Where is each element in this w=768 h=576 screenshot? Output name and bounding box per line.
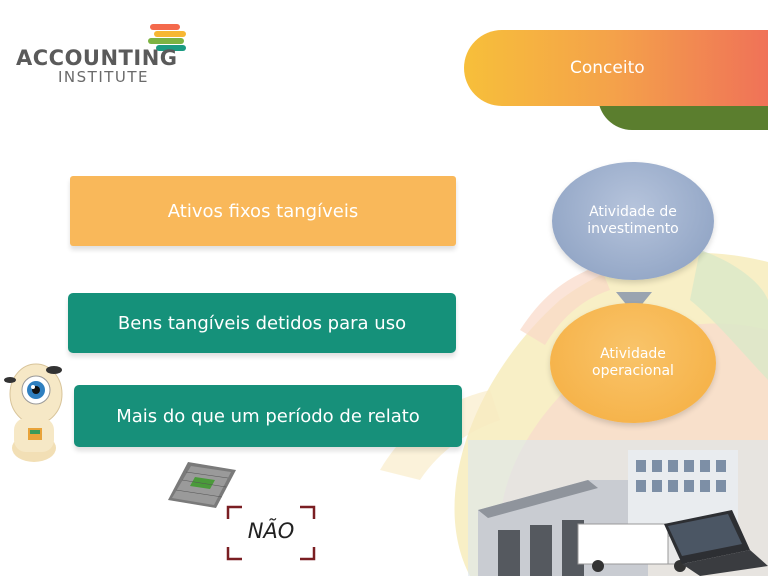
circle-investment-activity: Atividade de investimento	[552, 162, 714, 280]
nao-label: NÃO	[247, 519, 295, 543]
circle-operational-activity: Atividade operacional	[550, 303, 716, 423]
logo: ACCOUNTING INSTITUTE	[16, 24, 196, 94]
nao-bracket-frame	[226, 505, 316, 561]
logo-wordmark: ACCOUNTING	[16, 46, 178, 70]
industrial-buildings-photo	[468, 440, 768, 576]
circle-line: operacional	[592, 363, 674, 379]
concept-box-label: Mais do que um período de relato	[116, 405, 420, 427]
mascot-character-icon	[4, 363, 63, 462]
logo-subtitle: INSTITUTE	[58, 68, 150, 86]
concept-box-more-than-one-period: Mais do que um período de relato	[74, 385, 462, 447]
concept-box-label: Bens tangíveis detidos para uso	[117, 312, 407, 334]
logo-mark-icon	[148, 24, 186, 51]
circle-line: Atividade	[600, 346, 666, 362]
concept-box-tangible-fixed-assets: Ativos fixos tangíveis	[70, 176, 456, 246]
header-pill	[464, 30, 768, 106]
circle-line: Atividade de	[589, 204, 677, 220]
circle-line: investimento	[587, 221, 679, 237]
brand-keyboard-icon	[168, 462, 236, 508]
page-title: Conceito	[570, 58, 645, 78]
concept-box-tangible-goods-for-use: Bens tangíveis detidos para uso	[68, 293, 456, 353]
concept-box-label: Ativos fixos tangíveis	[167, 200, 359, 222]
